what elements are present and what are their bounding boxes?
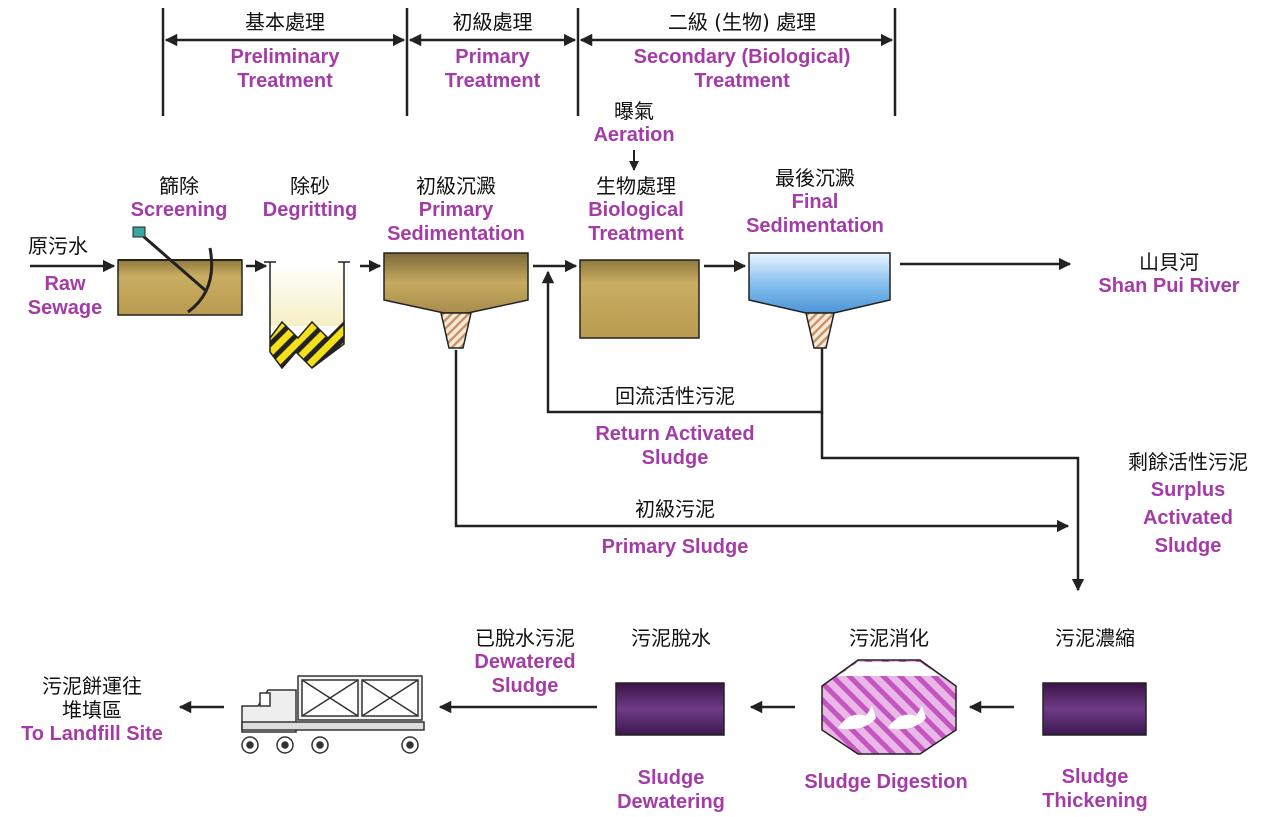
return-activated-sludge-en2: Sludge bbox=[641, 447, 709, 469]
surplus-activated-sludge-line bbox=[820, 412, 1085, 592]
return-activated-sludge-cn: 回流活性污泥 bbox=[615, 384, 735, 408]
truck-icon bbox=[241, 675, 425, 754]
raw-sewage-en1: Raw bbox=[44, 273, 86, 295]
phase-brackets bbox=[161, 8, 897, 116]
digestion-en-label: Sludge Digestion bbox=[780, 770, 992, 794]
return-activated-sludge-en-label: Return Activated Sludge bbox=[560, 422, 790, 470]
biological-treatment-tank bbox=[579, 259, 700, 339]
dewatering-cn-label: 污泥脫水 bbox=[612, 626, 730, 650]
thickening-cn: 污泥濃縮 bbox=[1055, 626, 1135, 650]
primary-sedimentation-cn: 初級沉澱 bbox=[416, 174, 496, 198]
dewatering-en-label: Sludge Dewatering bbox=[596, 766, 746, 814]
biological-treatment-en1: Biological bbox=[588, 199, 684, 221]
primary-sludge-line bbox=[454, 350, 1070, 533]
surplus-activated-sludge-en3: Sludge bbox=[1154, 535, 1222, 557]
thickening-tank bbox=[1042, 682, 1147, 736]
raw-sewage-label-cn: 原污水 bbox=[28, 234, 108, 258]
screening-cn: 篩除 bbox=[159, 174, 199, 198]
aeration-cn: 曝氣 bbox=[614, 99, 654, 123]
digestion-tank bbox=[821, 659, 957, 755]
return-activated-sludge-cn-label: 回流活性污泥 bbox=[580, 384, 770, 408]
biological-treatment-label: 生物處理 Biological Treatment bbox=[572, 174, 700, 246]
final-sedimentation-tank bbox=[748, 252, 891, 349]
degritting-en: Degritting bbox=[262, 199, 358, 221]
degritting-tank bbox=[264, 261, 350, 370]
biological-treatment-en2: Treatment bbox=[588, 223, 684, 245]
thickening-cn-label: 污泥濃縮 bbox=[1034, 626, 1156, 650]
raw-sewage-en2: Sewage bbox=[27, 297, 103, 319]
primary-sedimentation-en2: Sedimentation bbox=[387, 223, 525, 245]
digestion-cn-label: 污泥消化 bbox=[828, 626, 950, 650]
final-sedimentation-cn: 最後沉澱 bbox=[775, 166, 855, 190]
phase-primary-label: 初級處理 Primary Treatment bbox=[415, 10, 570, 93]
final-sludge-cone bbox=[805, 312, 835, 349]
dewatering-cn: 污泥脫水 bbox=[631, 626, 711, 650]
surplus-activated-sludge-en1: Surplus bbox=[1150, 479, 1226, 501]
phase-preliminary-label: 基本處理 Preliminary Treatment bbox=[185, 10, 385, 93]
thickening-en1: Sludge bbox=[1061, 766, 1129, 788]
phase-secondary-en2: Treatment bbox=[694, 70, 790, 92]
landfill-label: 污泥餅運往 堆填區 To Landfill Site bbox=[2, 674, 182, 746]
return-activated-sludge-line bbox=[541, 270, 824, 414]
primary-sedimentation-tank bbox=[383, 252, 529, 349]
phase-primary-en1: Primary bbox=[455, 46, 530, 68]
screening-en: Screening bbox=[130, 199, 228, 221]
thickening-en-label: Sludge Thickening bbox=[1024, 765, 1166, 813]
surplus-activated-sludge-en2: Activated bbox=[1142, 507, 1234, 529]
screening-tank bbox=[117, 226, 243, 316]
primary-sludge-en: Primary Sludge bbox=[601, 536, 749, 558]
sludge-lines bbox=[454, 270, 1085, 592]
phase-secondary-label: 二級 (生物) 處理 Secondary (Biological) Treatm… bbox=[602, 10, 882, 93]
degritting-label: 除砂 Degritting bbox=[250, 174, 370, 222]
primary-sludge-cn: 初級污泥 bbox=[635, 497, 715, 521]
screening-label: 篩除 Screening bbox=[115, 174, 243, 222]
degritting-cn: 除砂 bbox=[290, 174, 330, 198]
aeration-label: 曝氣 Aeration bbox=[574, 99, 694, 147]
phase-primary-cn: 初級處理 bbox=[452, 10, 533, 34]
surplus-activated-sludge-cn: 剩餘活性污泥 bbox=[1128, 450, 1248, 474]
phase-preliminary-en1: Preliminary bbox=[230, 46, 340, 68]
primary-sedimentation-en1: Primary bbox=[418, 199, 494, 221]
main-flow-arrows bbox=[30, 150, 1072, 273]
surplus-activated-sludge-label: 剩餘活性污泥 Surplus Activated Sludge bbox=[1108, 450, 1268, 560]
phase-preliminary-cn: 基本處理 bbox=[245, 10, 325, 34]
phase-preliminary-en2: Treatment bbox=[237, 70, 333, 92]
primary-sludge-en-label: Primary Sludge bbox=[570, 535, 780, 559]
dewatered-sludge-en2: Sludge bbox=[491, 675, 559, 697]
final-sedimentation-label: 最後沉澱 Final Sedimentation bbox=[735, 166, 895, 238]
phase-secondary-cn: 二級 (生物) 處理 bbox=[667, 10, 817, 34]
return-activated-sludge-en1: Return Activated bbox=[595, 423, 755, 445]
dewatered-sludge-cn: 已脫水污泥 bbox=[475, 626, 575, 650]
biological-treatment-cn: 生物處理 bbox=[596, 174, 676, 198]
primary-sludge-cone bbox=[440, 312, 472, 349]
raw-sewage-label-en: Raw Sewage bbox=[10, 272, 120, 320]
dewatering-unit bbox=[615, 682, 725, 736]
digestion-en: Sludge Digestion bbox=[804, 771, 968, 793]
thickening-en2: Thickening bbox=[1042, 790, 1148, 812]
landfill-en: To Landfill Site bbox=[21, 723, 163, 745]
outlet-cn: 山貝河 bbox=[1139, 250, 1199, 274]
landfill-cn1: 污泥餅運往 bbox=[42, 674, 142, 698]
grit-hopper bbox=[269, 320, 345, 370]
dewatering-en1: Sludge bbox=[637, 767, 705, 789]
primary-sedimentation-label: 初級沉澱 Primary Sedimentation bbox=[380, 174, 532, 246]
aeration-en: Aeration bbox=[593, 124, 675, 146]
primary-sludge-cn-label: 初級污泥 bbox=[600, 497, 750, 521]
dewatered-sludge-label: 已脫水污泥 Dewatered Sludge bbox=[450, 626, 600, 698]
phase-secondary-en1: Secondary (Biological) bbox=[633, 46, 851, 68]
digestion-cn: 污泥消化 bbox=[849, 626, 929, 650]
outlet-en: Shan Pui River bbox=[1098, 275, 1240, 297]
outlet-label: 山貝河 Shan Pui River bbox=[1074, 250, 1264, 298]
phase-primary-en2: Treatment bbox=[444, 70, 541, 92]
dewatered-sludge-en1: Dewatered bbox=[474, 651, 576, 673]
raw-sewage-cn: 原污水 bbox=[28, 234, 88, 258]
final-sedimentation-en2: Sedimentation bbox=[746, 215, 884, 237]
final-sedimentation-en1: Final bbox=[791, 191, 839, 213]
dewatering-en2: Dewatering bbox=[617, 791, 725, 813]
landfill-cn2: 堆填區 bbox=[62, 698, 122, 722]
